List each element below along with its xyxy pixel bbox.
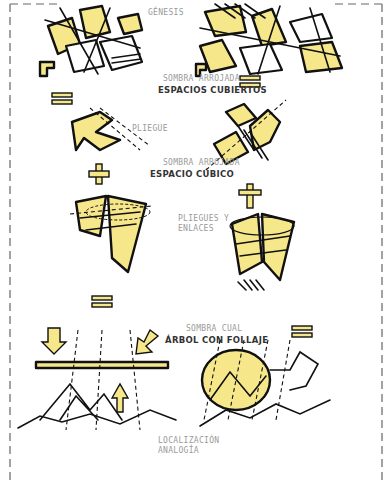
fold-right-sketch-part bbox=[238, 126, 268, 160]
fold-right-sketch-part bbox=[226, 104, 256, 126]
equals-symbol-part bbox=[52, 100, 72, 104]
fold-label: PLIEGUE bbox=[132, 124, 202, 134]
shadow-label: SOMBRA ARROJADA bbox=[163, 74, 273, 84]
plus-symbol-part bbox=[247, 184, 253, 208]
equals-symbol-part bbox=[52, 93, 72, 97]
equals-symbol-part bbox=[92, 303, 112, 307]
fold-links-label: PLIEGUES Y ENLACES bbox=[178, 214, 238, 234]
folds-links-left-sketch bbox=[70, 196, 152, 272]
location-label: LOCALIZACIÓN ANALOGÍA bbox=[158, 436, 230, 456]
location-left-sketch-part bbox=[36, 362, 168, 368]
genesis-right-sketch-part bbox=[300, 42, 342, 72]
genesis-left-sketch-part bbox=[66, 40, 104, 72]
folds-links-left-sketch-part bbox=[70, 206, 152, 214]
location-left-sketch-part bbox=[18, 410, 176, 428]
tree-label: ÁRBOL CON FOLLAJE bbox=[165, 335, 285, 345]
genesis-left-sketch-part bbox=[40, 62, 54, 76]
genesis-right-sketch-part bbox=[240, 44, 282, 74]
equals-symbol-part bbox=[292, 333, 312, 337]
folds-links-right-sketch-part bbox=[230, 217, 294, 235]
tree-right-sketch bbox=[200, 340, 330, 426]
tree-right-sketch-part bbox=[200, 400, 330, 426]
fold-right-sketch-part bbox=[250, 110, 280, 150]
folds-links-right-sketch bbox=[230, 214, 294, 290]
dashed-frame-part bbox=[381, 4, 382, 485]
location-left-sketch-part bbox=[66, 330, 140, 430]
shadow-label: SOMBRA CUAL bbox=[186, 324, 276, 334]
genesis-left-sketch-part bbox=[80, 6, 110, 38]
tree-right-sketch-part bbox=[204, 340, 290, 420]
genesis-left-sketch-part bbox=[118, 14, 142, 34]
genesis-left-sketch-part bbox=[100, 36, 142, 70]
space-label: ESPACIO CÚBICO bbox=[150, 169, 260, 179]
location-left-sketch-part bbox=[136, 330, 158, 354]
genesis-left-sketch bbox=[40, 6, 142, 76]
genesis-right-sketch-part bbox=[200, 4, 340, 74]
dashed-frame-part bbox=[9, 4, 10, 485]
equals-symbol-part bbox=[92, 296, 112, 300]
location-left-sketch-part bbox=[42, 328, 66, 354]
genesis-left-sketch-part bbox=[45, 8, 141, 74]
dashed-frame bbox=[10, 4, 382, 485]
folds-links-left-sketch-part bbox=[86, 204, 150, 220]
plus-symbol-part bbox=[89, 171, 109, 177]
tree-right-sketch-part bbox=[210, 352, 318, 400]
genesis-right-sketch-part bbox=[290, 14, 332, 42]
location-left-sketch bbox=[18, 328, 176, 430]
shadow-label: SOMBRA ARROJADA bbox=[163, 158, 273, 168]
equals-symbol bbox=[92, 296, 312, 337]
genesis-right-sketch bbox=[196, 4, 342, 76]
dashed-frame-part bbox=[335, 3, 382, 4]
folds-links-right-sketch-part bbox=[262, 214, 294, 280]
folds-links-left-sketch-part bbox=[80, 212, 140, 230]
plus-symbol-part bbox=[239, 190, 261, 195]
equals-symbol-part bbox=[292, 326, 312, 330]
location-left-sketch-part bbox=[40, 384, 122, 420]
dashed-frame-part bbox=[10, 3, 60, 4]
equals-symbol-part bbox=[240, 76, 260, 80]
space-label: ESPACIOS CUBIERTOS bbox=[158, 85, 278, 95]
process-title: GÉNESIS bbox=[148, 8, 208, 18]
folds-links-right-sketch-part bbox=[236, 236, 290, 290]
